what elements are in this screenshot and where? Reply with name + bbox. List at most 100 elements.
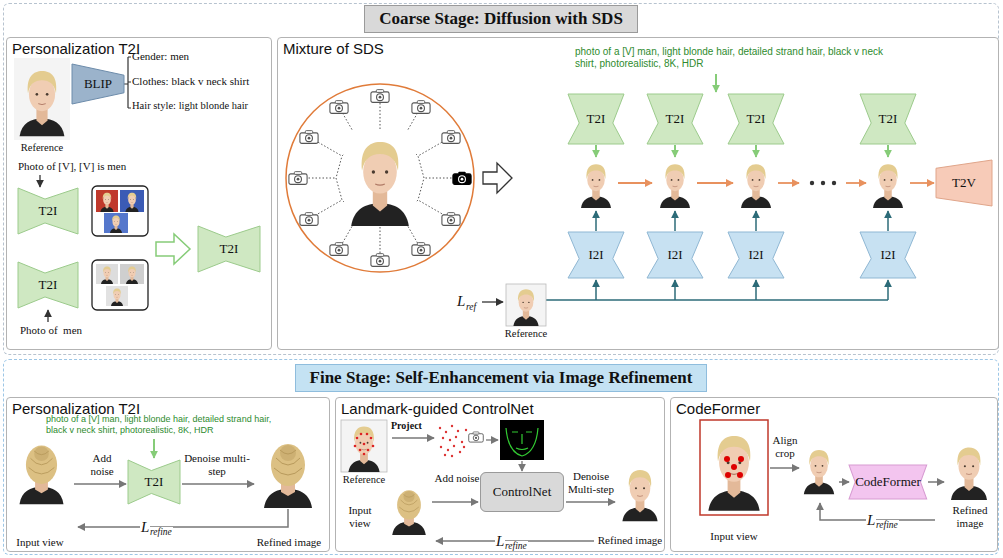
reference-landmarks [341,420,387,472]
camera-ring [300,213,318,226]
sample-images [110,216,122,234]
point-cloud [439,427,441,429]
text-label: Hair style: light blonde hair [132,100,248,112]
camera-icon [469,432,484,442]
cropped-face [804,450,834,494]
block-label: I2I [667,247,682,263]
reference-landmarks [366,433,369,436]
sample-images [100,193,113,212]
input-view [725,472,731,478]
teal-arrows [887,280,889,300]
block-outline [936,160,992,206]
network-block: I2I [728,232,784,278]
network-block: T2I [728,94,784,144]
text-label: Add noise [434,472,480,485]
text-label: Denoise Multi-step [566,470,616,495]
green-arrows [715,74,717,92]
camera-ring [286,84,474,272]
flow-arrow [770,467,799,469]
block-label: I2I [588,247,603,263]
point-cloud [439,425,467,457]
block-outline [860,232,916,278]
reference-photo [14,58,70,140]
sample-images [104,213,128,233]
reference-landmarks [359,449,362,452]
rendered-views [741,164,771,208]
point-cloud [463,446,465,448]
reference-landmarks [363,453,366,456]
refined-image [951,448,987,501]
block-outline [18,188,78,234]
loss-arrow [820,503,935,520]
block-label: CodeFormer [855,474,921,490]
orange-arrows [910,182,934,184]
input-view [20,446,64,505]
prompt-arrow [39,175,40,187]
orange-arrows [697,182,733,184]
loss-symbol: refine [875,520,899,530]
flow-arrow [74,483,126,485]
input-view [700,420,768,515]
panel: CodeFormerCodeFormer [670,397,998,552]
input-view [700,420,768,515]
landmark-map [500,420,544,460]
point-cloud [455,436,457,438]
network-block: I2I [647,232,703,278]
text-label: Clothes: black v neck shirt [132,75,249,88]
block-label: T2I [747,111,766,127]
sample-images [96,190,118,212]
reference-landmarks [354,433,375,456]
network-block: CodeFormer [849,465,927,499]
point-cloud [440,446,442,448]
block-label: T2I [587,111,606,127]
hollow-arrow [156,234,190,264]
block-label: T2I [39,277,58,293]
teal-arrows [755,211,757,231]
text-label: Input view [338,504,382,529]
reference-landmarks [354,445,357,448]
teal-arrows [595,280,597,300]
block-label: I2I [880,247,895,263]
text-label: Reference [496,328,556,340]
text-label: Input view [8,536,72,549]
text-label: Reference [10,142,74,154]
panel-heading: Landmark-guided ControlNet [341,400,534,417]
reference-landmarks [370,437,373,440]
text-label: Add noise [80,452,124,477]
reference-landmarks [363,443,366,446]
camera-ring [330,101,348,114]
teal-arrows [674,280,676,300]
block-label: ControlNet [493,484,552,500]
teal-arrows [546,299,888,301]
text-label: Refined image [942,504,998,529]
block-outline [568,94,624,144]
sample-images [92,186,148,236]
input-view [738,456,744,462]
network-block: I2I [568,232,624,278]
text-label: Photo of [V], [V] is men [18,160,126,173]
block-outline [72,64,124,104]
block-label: T2V [952,175,976,191]
rendered-views [660,164,690,208]
block-label: I2I [748,247,763,263]
text-label: Photo of men [20,324,82,337]
text-label: Reference [336,474,392,486]
camera-ring [330,243,348,256]
camera-ring [371,90,389,103]
rendered-views [581,164,611,208]
block-outline [647,94,703,144]
reference-photo [506,284,546,326]
point-cloud [445,431,447,433]
teal-arrows [546,211,888,300]
teal-arrows [887,211,889,231]
ellipsis-dots [810,181,814,185]
reference-photo [20,71,65,136]
reference-photo [506,284,546,326]
sample-images [125,193,138,212]
green-arrows [755,145,757,157]
point-cloud [451,425,453,427]
text-label: Input view [696,530,772,543]
stage-title: Fine Stage: Self-Enhancement via Image R… [295,364,708,392]
network-block: I2I [860,232,916,278]
block-outline [568,232,624,278]
